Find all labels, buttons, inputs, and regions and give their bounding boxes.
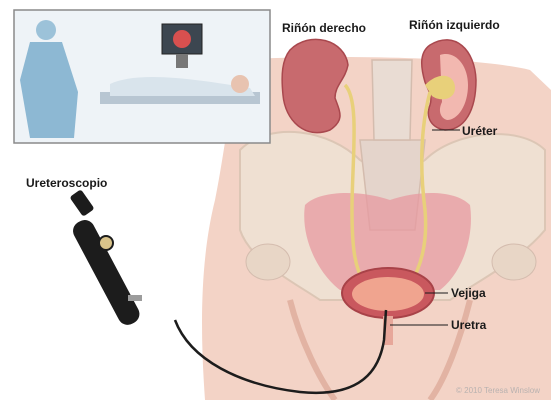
monitor-screen-image [173,30,191,48]
scope-body [70,217,143,329]
label-kidney-left: Riñón izquierdo [409,18,500,32]
procedure-inset [14,10,270,143]
kidney-right [282,39,348,132]
scope-ring [99,236,113,250]
label-urethra: Uretra [451,318,486,332]
scope-port [128,295,142,301]
bladder-interior [352,277,424,311]
label-bladder: Vejiga [451,286,486,300]
hip-joint-right [492,244,536,280]
label-ureteroscope: Ureteroscopio [26,176,107,190]
label-kidney-right: Riñón derecho [282,21,366,35]
spine [372,60,412,140]
surgeon-head [36,20,56,40]
label-ureter: Uréter [462,124,497,138]
scope-eyepiece [69,189,94,217]
hip-joint-left [246,244,290,280]
patient-head [231,75,249,93]
copyright-credit: © 2010 Teresa Winslow [456,386,540,395]
monitor-stand [176,54,188,68]
